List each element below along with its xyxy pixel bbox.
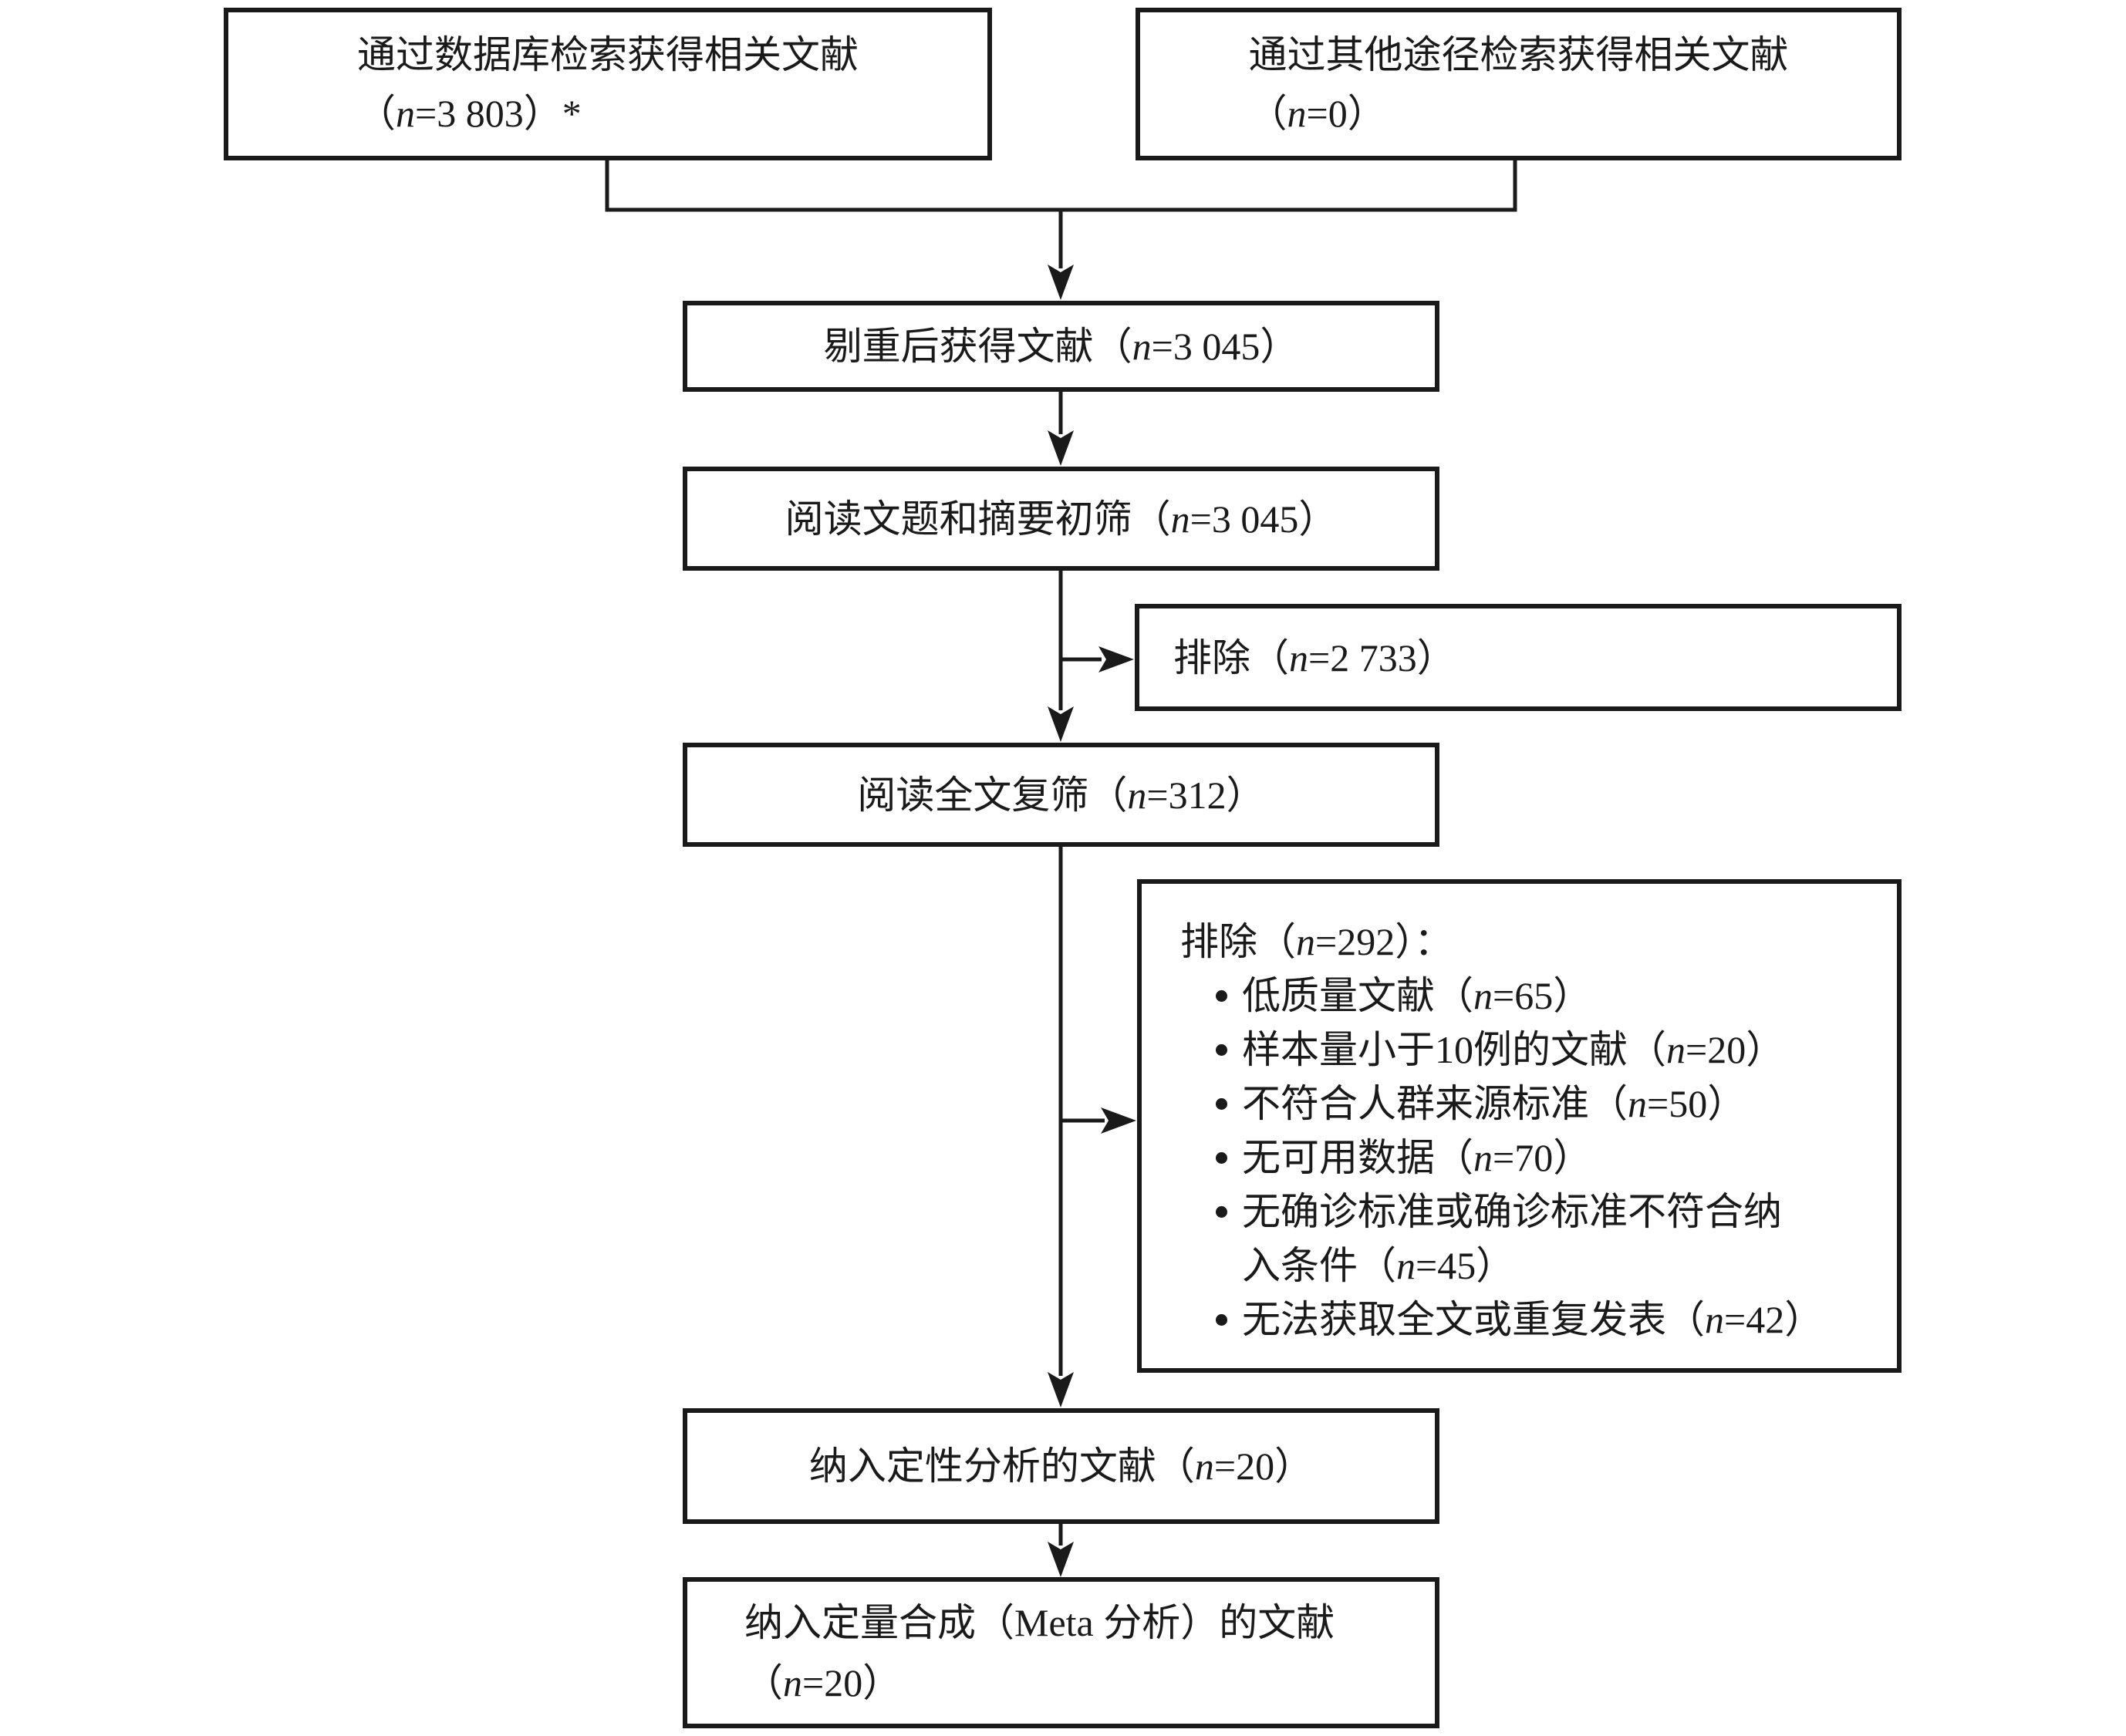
text-segment: 剔重后获得文献（: [823, 325, 1132, 368]
text-segment: =2 733）: [1308, 635, 1456, 679]
text-segment: 阅读文题和摘要初筛（: [785, 497, 1171, 541]
box-database-search: 通过数据库检索获得相关文献 （n=3 803）*: [224, 8, 992, 160]
box-full-text-screen: 阅读全文复筛（n=312）: [683, 743, 1439, 847]
box-title-abstract-screen-text: 阅读文题和摘要初筛（n=3 045）: [785, 491, 1338, 547]
text-segment: 入条件（: [1242, 1244, 1396, 1287]
text-segment: 排除（: [1173, 635, 1289, 679]
exclusion-reason-list: 低质量文献（n=65） 样本量小于10例的文献（n=20） 不符合人群来源标准（…: [1180, 969, 1875, 1347]
text-segment: （: [1248, 92, 1287, 135]
box-excluded-initial-text: 排除（n=2 733）: [1173, 630, 1456, 686]
text-segment: =20）: [802, 1661, 902, 1704]
arrowhead-to-quantitative: [1048, 1542, 1074, 1577]
text-segment: =42）: [1724, 1298, 1824, 1341]
exclusion-item-population-source: 不符合人群来源标准（n=50）: [1180, 1077, 1875, 1131]
exclusion-item-diagnostic-criteria: 无确诊标准或确诊标准不符合纳 入条件（n=45）: [1180, 1185, 1875, 1293]
box-excluded-initial: 排除（n=2 733）: [1135, 604, 1902, 711]
n-variable: n: [1705, 1298, 1724, 1341]
arrowhead-to-qualitative: [1048, 1372, 1074, 1407]
text-segment: 无可用数据（: [1242, 1136, 1473, 1179]
exclusion-header: 排除（n=292）：: [1180, 915, 1875, 969]
n-variable: n: [783, 1661, 802, 1704]
n-variable: n: [1289, 635, 1308, 679]
text-segment: 纳入定性分析的文献（: [808, 1444, 1195, 1488]
box-after-dedup-text: 剔重后获得文献（n=3 045）: [824, 319, 1299, 374]
text-segment: =20）: [1213, 1444, 1314, 1488]
line-1: 通过数据库检索获得相关文献: [357, 25, 859, 84]
n-variable: n: [1287, 92, 1307, 135]
text-segment: （: [357, 92, 396, 135]
n-variable: n: [1666, 1028, 1686, 1071]
text-segment: 通过其他途径检索获得相关文献: [1248, 33, 1789, 76]
text-segment: =312）: [1146, 773, 1265, 817]
text-segment: 纳入定量合成（Meta 分析）的文献: [744, 1601, 1335, 1644]
text-segment: =65）: [1493, 974, 1592, 1017]
arrowhead-to-title-screen: [1048, 430, 1074, 466]
text-segment: （: [744, 1661, 783, 1704]
text-segment: =3 803）*: [415, 92, 582, 135]
box-qualitative-included-text: 纳入定性分析的文献（n=20）: [809, 1438, 1313, 1494]
arrowhead-to-fulltext: [1048, 706, 1074, 742]
text-segment: =50）: [1647, 1082, 1746, 1125]
arrowhead-to-exclusion1: [1098, 646, 1134, 672]
box-quantitative-included: 纳入定量合成（Meta 分析）的文献 （n=20）: [683, 1577, 1439, 1728]
n-variable: n: [1296, 920, 1315, 963]
text-segment: =3 045）: [1190, 497, 1338, 541]
box-full-text-screen-text: 阅读全文复筛（n=312）: [857, 767, 1264, 823]
text-segment: 通过数据库检索获得相关文献: [357, 33, 859, 76]
text-segment: =45）: [1416, 1244, 1515, 1287]
line-2: 入条件（n=45）: [1242, 1239, 1875, 1293]
text-segment: 样本量小于10例的文献（: [1242, 1028, 1666, 1071]
exclusion-item-low-quality: 低质量文献（n=65）: [1180, 969, 1875, 1023]
n-variable: n: [1396, 1244, 1416, 1287]
line-1: 纳入定量合成（Meta 分析）的文献: [744, 1593, 1435, 1653]
arrowhead-to-exclusion2: [1101, 1107, 1136, 1134]
line-1: 通过其他途径检索获得相关文献: [1249, 25, 1789, 84]
text-segment: 排除（: [1180, 920, 1296, 963]
box-qualitative-included: 纳入定性分析的文献（n=20）: [683, 1408, 1439, 1524]
text-segment: =0）: [1306, 92, 1386, 135]
text-segment: 低质量文献（: [1242, 974, 1473, 1017]
n-variable: n: [1132, 325, 1152, 368]
text-segment: 阅读全文复筛（: [857, 773, 1128, 817]
exclusion-item-no-fulltext-duplicate: 无法获取全文或重复发表（n=42）: [1180, 1293, 1875, 1347]
n-variable: n: [1473, 974, 1493, 1017]
text-segment: 无确诊标准或确诊标准不符合纳: [1242, 1190, 1782, 1233]
n-variable: n: [1127, 773, 1147, 817]
exclusion-item-small-sample: 样本量小于10例的文献（n=20）: [1180, 1023, 1875, 1077]
line-1: 无确诊标准或确诊标准不符合纳: [1242, 1185, 1875, 1239]
line-2: （n=3 803）*: [357, 84, 859, 143]
box-excluded-full-text: 排除（n=292）： 低质量文献（n=65） 样本量小于10例的文献（n=20）…: [1137, 879, 1902, 1373]
n-variable: n: [1628, 1082, 1647, 1125]
text-segment: =3 045）: [1151, 325, 1299, 368]
text-segment: =20）: [1686, 1028, 1785, 1071]
n-variable: n: [1170, 497, 1190, 541]
n-variable: n: [396, 92, 415, 135]
box-other-sources-text: 通过其他途径检索获得相关文献 （n=0）: [1249, 25, 1789, 143]
box-after-dedup: 剔重后获得文献（n=3 045）: [683, 301, 1439, 392]
n-variable: n: [1194, 1444, 1214, 1488]
arrowhead-to-dedup: [1048, 265, 1074, 300]
n-variable: n: [1473, 1136, 1493, 1179]
line-2: （n=0）: [1249, 84, 1789, 143]
line-2: （n=20）: [744, 1653, 1435, 1713]
text-segment: =292）：: [1315, 920, 1453, 963]
text-segment: =70）: [1493, 1136, 1592, 1179]
text-segment: 无法获取全文或重复发表（: [1242, 1298, 1705, 1341]
text-segment: 不符合人群来源标准（: [1242, 1082, 1628, 1125]
exclusion-item-no-usable-data: 无可用数据（n=70）: [1180, 1131, 1875, 1185]
box-other-sources: 通过其他途径检索获得相关文献 （n=0）: [1136, 8, 1902, 160]
box-title-abstract-screen: 阅读文题和摘要初筛（n=3 045）: [683, 467, 1439, 571]
box-database-search-text: 通过数据库检索获得相关文献 （n=3 803）*: [357, 25, 859, 143]
